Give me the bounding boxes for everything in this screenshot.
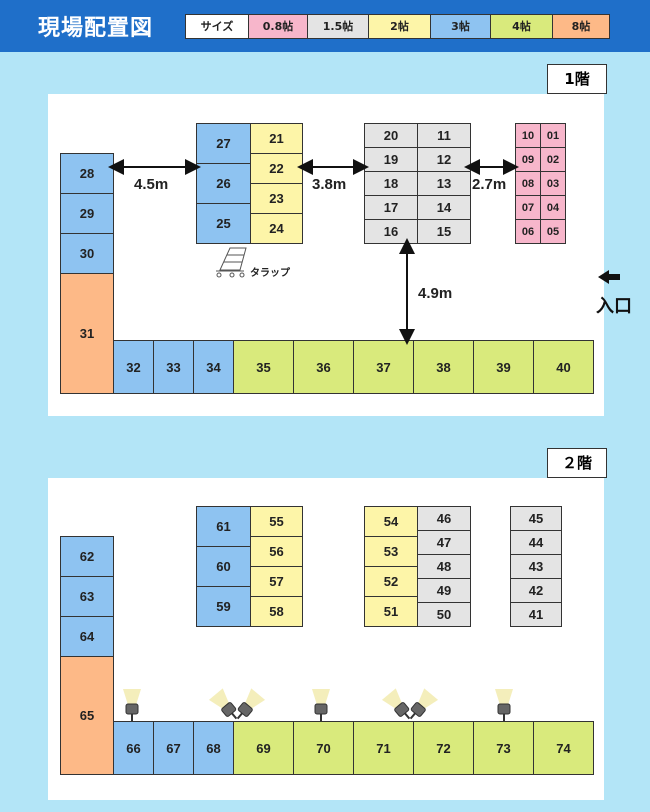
storage-unit[interactable]: 04 bbox=[540, 195, 566, 220]
ramp-label: タラップ bbox=[250, 268, 290, 279]
storage-unit[interactable]: 40 bbox=[533, 340, 594, 394]
distance-label: 4.9m bbox=[418, 285, 453, 302]
entrance-label: 入口 bbox=[596, 296, 632, 317]
storage-unit[interactable]: 64 bbox=[60, 616, 114, 657]
storage-unit[interactable]: 29 bbox=[60, 193, 114, 234]
storage-unit[interactable]: 38 bbox=[413, 340, 474, 394]
storage-unit[interactable]: 73 bbox=[473, 721, 534, 775]
storage-unit[interactable]: 27 bbox=[196, 123, 251, 164]
storage-unit[interactable]: 56 bbox=[250, 536, 303, 567]
legend-item: 2帖 bbox=[368, 15, 430, 38]
storage-unit[interactable]: 18 bbox=[364, 171, 418, 196]
storage-unit[interactable]: 46 bbox=[417, 506, 471, 531]
light-icon bbox=[208, 688, 238, 720]
storage-unit[interactable]: 22 bbox=[250, 153, 303, 184]
legend-item: サイズ bbox=[186, 15, 248, 38]
storage-unit[interactable]: 66 bbox=[113, 721, 154, 775]
storage-unit[interactable]: 52 bbox=[364, 566, 418, 597]
storage-unit[interactable]: 30 bbox=[60, 233, 114, 274]
legend-item: 3帖 bbox=[430, 15, 490, 38]
storage-unit[interactable]: 15 bbox=[417, 219, 471, 244]
storage-unit[interactable]: 21 bbox=[250, 123, 303, 154]
ramp-icon bbox=[216, 247, 247, 278]
page-title: 現場配置図 bbox=[38, 16, 154, 41]
light-icon bbox=[312, 689, 330, 721]
storage-unit[interactable]: 59 bbox=[196, 586, 251, 627]
storage-unit[interactable]: 42 bbox=[510, 578, 562, 603]
legend-item: 4帖 bbox=[490, 15, 552, 38]
storage-unit[interactable]: 68 bbox=[193, 721, 234, 775]
storage-unit[interactable]: 06 bbox=[515, 219, 541, 244]
storage-unit[interactable]: 41 bbox=[510, 602, 562, 627]
entrance-arrow-icon bbox=[598, 270, 620, 284]
storage-unit[interactable]: 14 bbox=[417, 195, 471, 220]
storage-unit[interactable]: 58 bbox=[250, 596, 303, 627]
storage-unit[interactable]: 63 bbox=[60, 576, 114, 617]
storage-unit[interactable]: 26 bbox=[196, 163, 251, 204]
storage-unit[interactable]: 36 bbox=[293, 340, 354, 394]
storage-unit[interactable]: 02 bbox=[540, 147, 566, 172]
light-icon bbox=[495, 689, 513, 721]
storage-unit[interactable]: 57 bbox=[250, 566, 303, 597]
storage-unit[interactable]: 24 bbox=[250, 213, 303, 244]
storage-unit[interactable]: 70 bbox=[293, 721, 354, 775]
storage-unit[interactable]: 33 bbox=[153, 340, 194, 394]
light-icon bbox=[236, 688, 266, 720]
light-icon bbox=[123, 689, 141, 721]
storage-unit[interactable]: 31 bbox=[60, 273, 114, 394]
storage-unit[interactable]: 48 bbox=[417, 554, 471, 579]
legend-item: 8帖 bbox=[552, 15, 609, 38]
legend-item: 0.8帖 bbox=[248, 15, 307, 38]
light-icon bbox=[381, 688, 411, 720]
storage-unit[interactable]: 61 bbox=[196, 506, 251, 547]
storage-unit[interactable]: 35 bbox=[233, 340, 294, 394]
storage-unit[interactable]: 74 bbox=[533, 721, 594, 775]
storage-unit[interactable]: 34 bbox=[193, 340, 234, 394]
storage-unit[interactable]: 47 bbox=[417, 530, 471, 555]
floor-1-tag: 1階 bbox=[547, 64, 607, 94]
light-icon bbox=[409, 688, 439, 720]
distance-label: 3.8m bbox=[312, 176, 347, 193]
storage-unit[interactable]: 32 bbox=[113, 340, 154, 394]
distance-label: 2.7m bbox=[472, 176, 507, 193]
storage-unit[interactable]: 05 bbox=[540, 219, 566, 244]
storage-unit[interactable]: 50 bbox=[417, 602, 471, 627]
storage-unit[interactable]: 60 bbox=[196, 546, 251, 587]
storage-unit[interactable]: 55 bbox=[250, 506, 303, 537]
storage-unit[interactable]: 69 bbox=[233, 721, 294, 775]
distance-label: 4.5m bbox=[134, 176, 169, 193]
storage-unit[interactable]: 13 bbox=[417, 171, 471, 196]
storage-unit[interactable]: 49 bbox=[417, 578, 471, 603]
storage-unit[interactable]: 45 bbox=[510, 506, 562, 531]
storage-unit[interactable]: 37 bbox=[353, 340, 414, 394]
storage-unit[interactable]: 03 bbox=[540, 171, 566, 196]
storage-unit[interactable]: 72 bbox=[413, 721, 474, 775]
storage-unit[interactable]: 65 bbox=[60, 656, 114, 775]
floor-2-tag: ２階 bbox=[547, 448, 607, 478]
legend-item: 1.5帖 bbox=[307, 15, 368, 38]
